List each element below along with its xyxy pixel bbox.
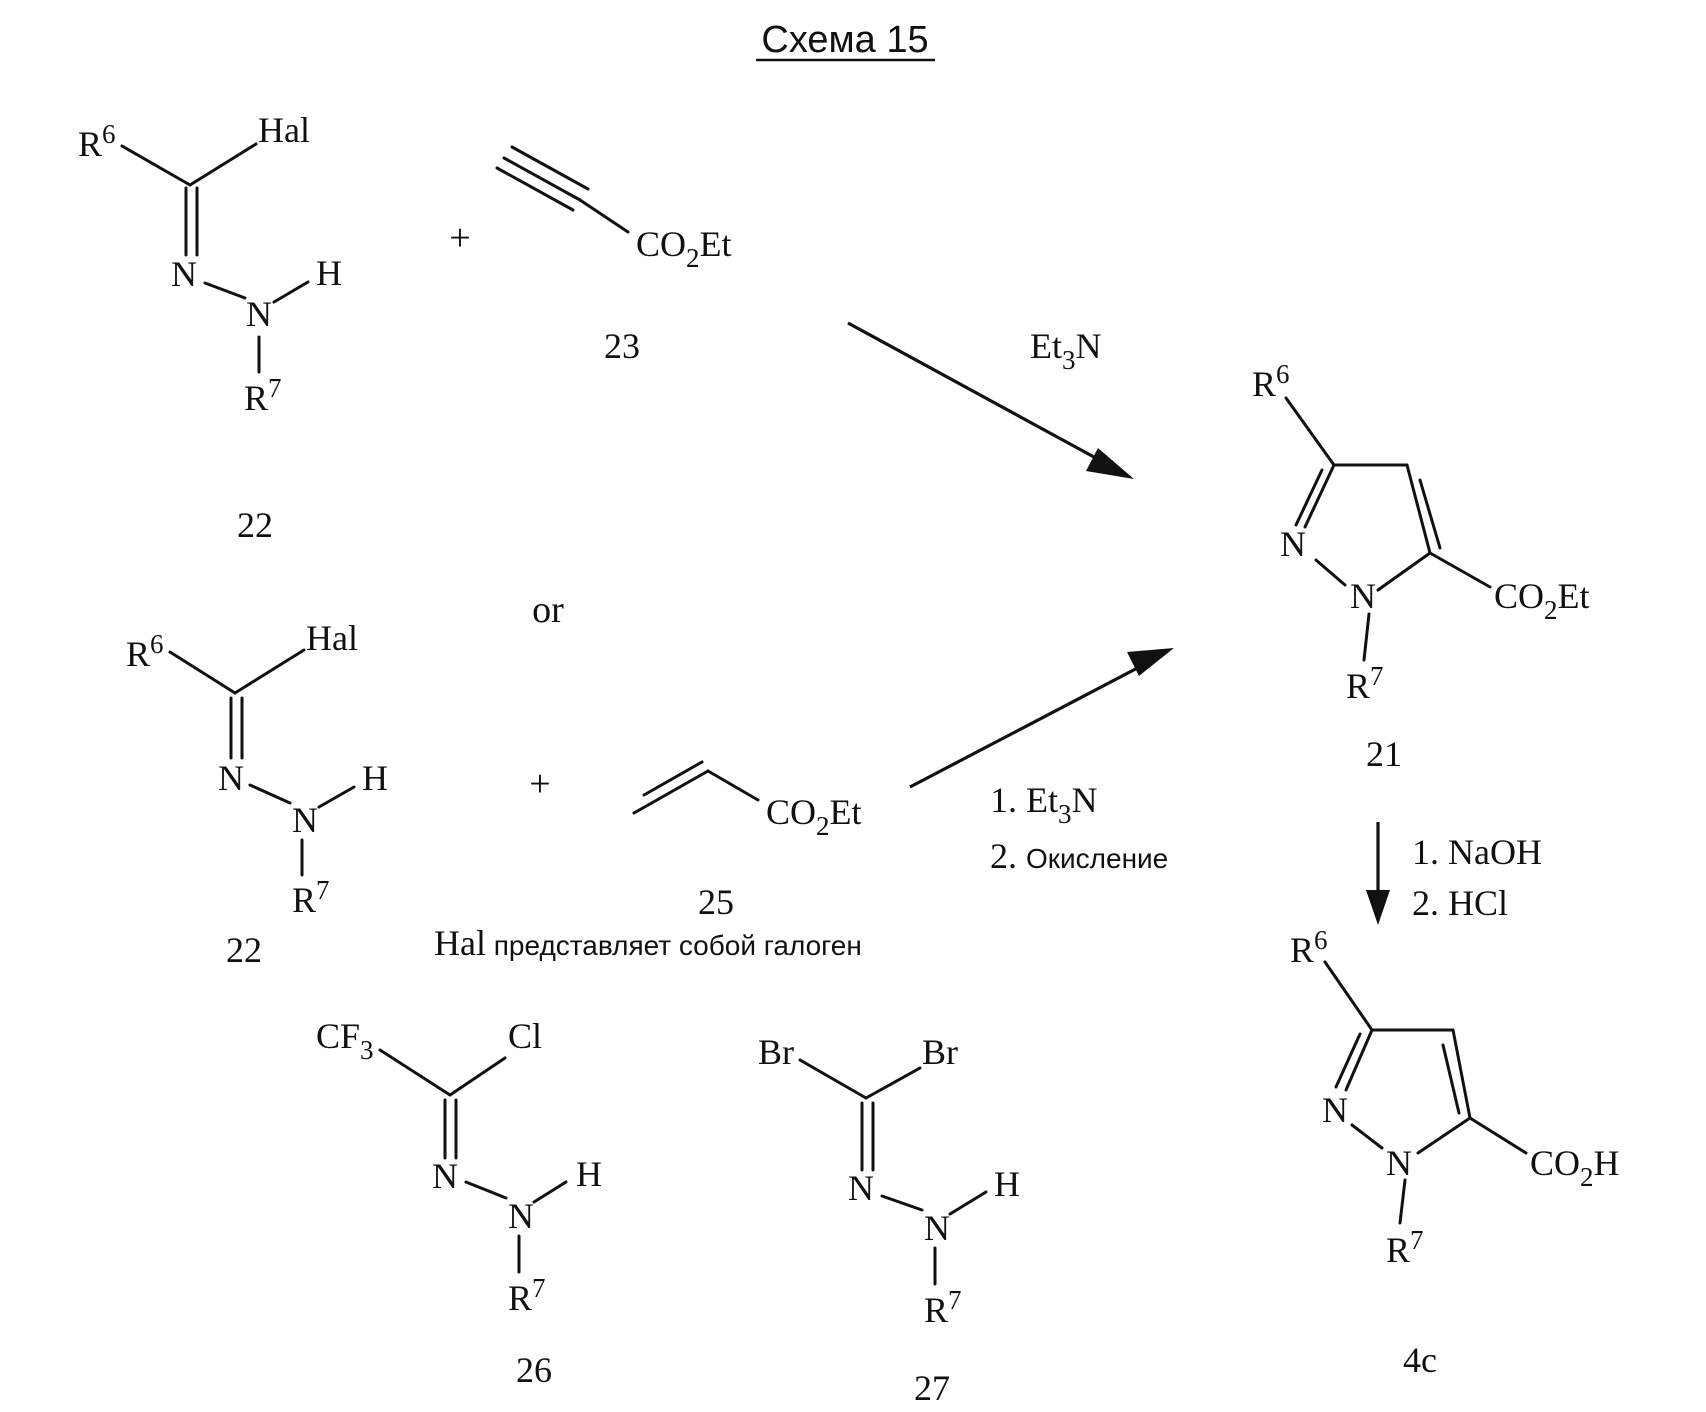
r6-label: R6 [1252, 359, 1290, 404]
n-amine-label: N [246, 294, 272, 334]
r7-label: R7 [924, 1285, 962, 1330]
compound-22-top: R6 Hal N N H R7 22 [78, 110, 342, 545]
or-label: or [532, 589, 564, 631]
cf3-label: CF3 [316, 1016, 374, 1065]
h-label: H [316, 253, 342, 293]
n2-ring-label: N [1322, 1090, 1348, 1130]
co2et-label-23: CO2Et [636, 224, 732, 273]
compound-number-27: 27 [914, 1368, 950, 1408]
scheme-title: Схема 15 [756, 19, 935, 61]
r7-label: R7 [508, 1273, 546, 1318]
reagent-et3n-top: Et3N [1030, 326, 1102, 375]
r7-label: R7 [292, 875, 330, 920]
h-label: H [994, 1164, 1020, 1204]
n2-ring-label: N [1280, 524, 1306, 564]
n-imine-label: N [218, 758, 244, 798]
h-label: H [576, 1154, 602, 1194]
compound-22-bottom: R6 Hal N N H R7 22 [126, 618, 388, 970]
plus-sign-top: + [449, 217, 470, 259]
hal-footnote: Hal представляет собой галоген [434, 923, 862, 963]
reagent-step-2: 2. Окисление [990, 836, 1168, 876]
n-amine-label: N [292, 800, 318, 840]
compound-number-22: 22 [226, 930, 262, 970]
hal-label: Hal [258, 110, 310, 150]
n-amine-label: N [924, 1208, 950, 1248]
compound-number-4c: 4c [1403, 1340, 1437, 1380]
r6-label: R6 [78, 119, 116, 164]
co2et-label-25: CO2Et [766, 792, 862, 841]
compound-23: CO2Et 23 [497, 147, 732, 366]
br-label-right: Br [922, 1032, 958, 1072]
r6-label: R6 [126, 629, 164, 674]
co2et-label-21: CO2Et [1494, 576, 1590, 625]
h-label: H [362, 758, 388, 798]
n-imine-label: N [432, 1156, 458, 1196]
compound-4c: R6 N N CO2H R7 4c [1290, 925, 1620, 1380]
n-imine-label: N [848, 1168, 874, 1208]
hal-label: Hal [306, 618, 358, 658]
r7-label: R7 [1386, 1225, 1424, 1270]
n1-ring-label: N [1350, 576, 1376, 616]
cl-label: Cl [508, 1016, 542, 1056]
r6-label: R6 [1290, 925, 1328, 970]
reagent-naoh: 1. NaOH [1412, 832, 1542, 872]
compound-number-23: 23 [604, 326, 640, 366]
n-amine-label: N [508, 1196, 534, 1236]
compound-27: Br Br N N H R7 27 [758, 1032, 1020, 1408]
arrow-top-route: Et3N [848, 323, 1134, 479]
co2h-label: CO2H [1530, 1143, 1620, 1192]
compound-number-21: 21 [1366, 734, 1402, 774]
compound-21: R6 N N CO2Et R7 21 [1252, 359, 1590, 774]
compound-number-22: 22 [237, 505, 273, 545]
compound-25: CO2Et 25 [634, 762, 862, 922]
compound-number-25: 25 [698, 882, 734, 922]
plus-sign-bottom: + [529, 763, 550, 805]
br-label-left: Br [758, 1032, 794, 1072]
arrow-hydrolysis: 1. NaOH 2. HCl [1366, 822, 1542, 925]
n-imine-label: N [171, 254, 197, 294]
arrow-bottom-route: 1. Et3N 2. Окисление [910, 648, 1174, 876]
reagent-step-1: 1. Et3N [990, 780, 1098, 829]
n1-ring-label: N [1386, 1143, 1412, 1183]
compound-26: CF3 Cl N N H R7 26 [316, 1016, 602, 1390]
scheme-title-text: Схема 15 [761, 19, 928, 61]
r7-label: R7 [1346, 661, 1384, 706]
reagent-hcl: 2. HCl [1412, 883, 1508, 923]
r7-label: R7 [244, 373, 282, 418]
compound-number-26: 26 [516, 1350, 552, 1390]
